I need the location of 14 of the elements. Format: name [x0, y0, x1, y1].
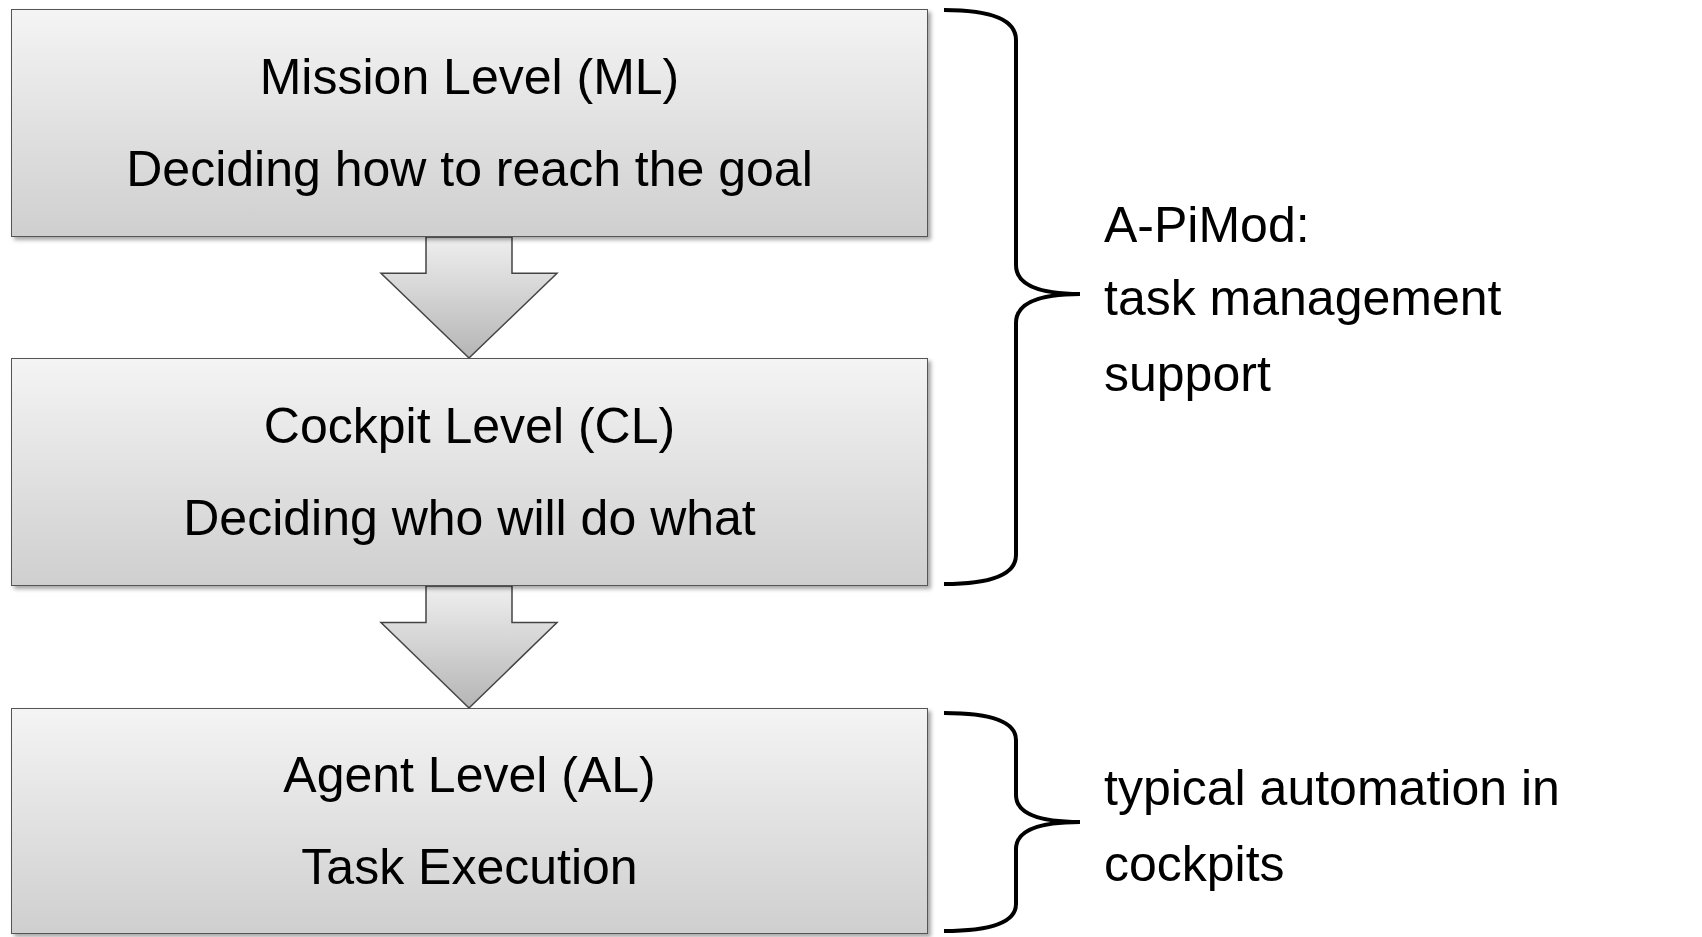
block-arrow [379, 585, 559, 710]
level-title: Cockpit Level (CL) [263, 397, 676, 456]
level-description: Deciding who will do what [183, 489, 756, 548]
brace-label: typical automation in cockpits [1104, 759, 1561, 894]
level-box [11, 358, 928, 586]
level-description: Task Execution [301, 838, 638, 897]
level-description: Deciding how to reach the goal [126, 140, 813, 199]
level-title: Agent Level (AL) [283, 746, 656, 805]
level-box [11, 708, 928, 934]
level-title: Mission Level (ML) [259, 48, 680, 107]
brace-label: task management support [1104, 269, 1503, 404]
level-box [11, 9, 928, 237]
brace-label: A-PiMod: [1104, 196, 1311, 255]
block-arrow [379, 236, 559, 360]
